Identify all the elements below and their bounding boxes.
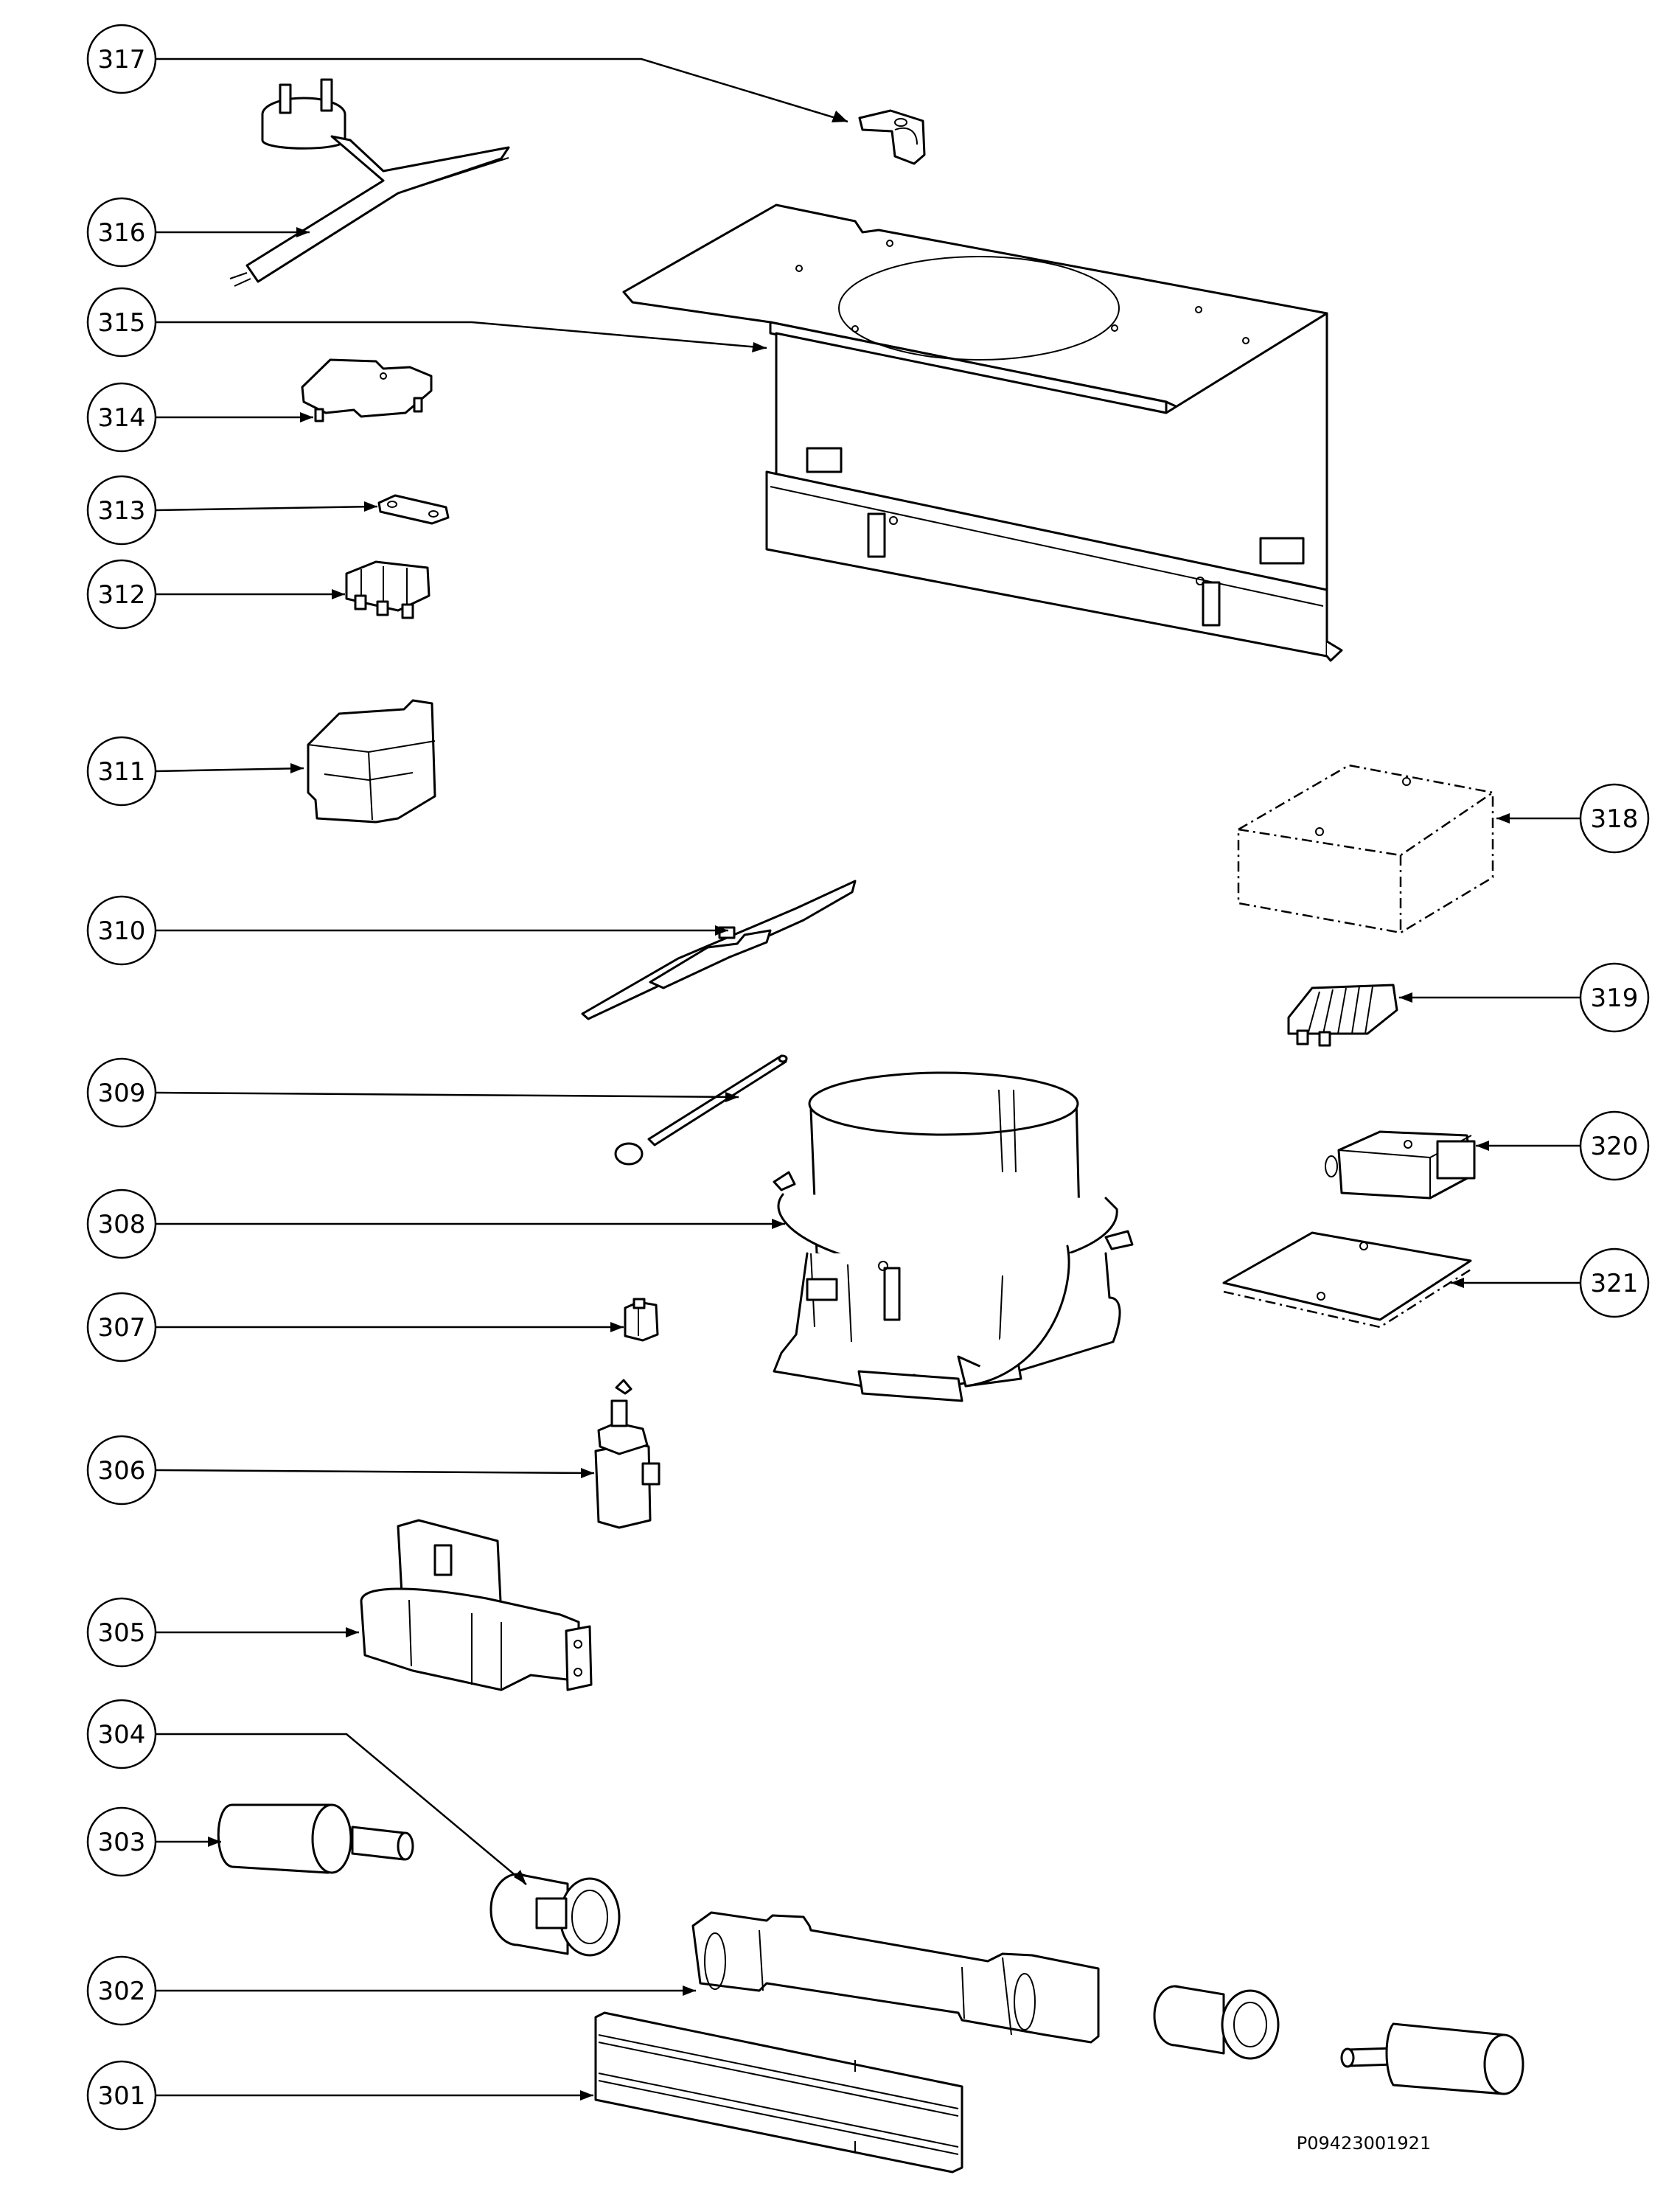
callout-label: 312 bbox=[98, 580, 146, 610]
callout-label: 317 bbox=[98, 45, 146, 74]
part-312-terminal bbox=[345, 560, 431, 619]
callout-301: 301 bbox=[86, 2060, 157, 2131]
callout-label: 308 bbox=[98, 1210, 146, 1239]
callout-318: 318 bbox=[1579, 783, 1650, 854]
callout-313: 313 bbox=[86, 475, 157, 546]
callout-label: 316 bbox=[98, 218, 146, 248]
callout-308: 308 bbox=[86, 1188, 157, 1259]
callout-315: 315 bbox=[86, 287, 157, 358]
callout-label: 304 bbox=[98, 1720, 146, 1750]
part-305-motor bbox=[360, 1519, 593, 1691]
callout-label: 315 bbox=[98, 308, 146, 338]
callout-320: 320 bbox=[1579, 1110, 1650, 1181]
callout-302: 302 bbox=[86, 1955, 157, 2026]
callout-label: 314 bbox=[98, 403, 146, 433]
callout-305: 305 bbox=[86, 1597, 157, 1668]
callout-310: 310 bbox=[86, 895, 157, 966]
part-320-relay bbox=[1325, 1130, 1476, 1200]
part-302-carriage bbox=[691, 1911, 1100, 2044]
part-304-roller bbox=[489, 1873, 621, 1957]
callout-label: 318 bbox=[1591, 804, 1639, 834]
callout-309: 309 bbox=[86, 1057, 157, 1128]
part-303-roller bbox=[217, 1803, 414, 1874]
callout-label: 321 bbox=[1591, 1269, 1639, 1298]
callout-label: 303 bbox=[98, 1828, 146, 1857]
callout-label: 319 bbox=[1591, 984, 1639, 1013]
callout-314: 314 bbox=[86, 382, 157, 453]
callout-label: 306 bbox=[98, 1456, 146, 1486]
part-311-bracket bbox=[307, 699, 436, 824]
callout-317: 317 bbox=[86, 24, 157, 94]
part-310-flap bbox=[581, 880, 857, 1020]
part-309-pin bbox=[614, 1054, 788, 1166]
part-roller-gear-right bbox=[1153, 1985, 1280, 2060]
leader-arrowheads bbox=[208, 111, 1510, 2101]
callout-label: 301 bbox=[98, 2081, 146, 2111]
callout-label: 311 bbox=[98, 757, 146, 787]
callout-label: 320 bbox=[1591, 1132, 1639, 1161]
part-314-cover bbox=[301, 358, 433, 422]
callout-306: 306 bbox=[86, 1435, 157, 1506]
part-301-rail bbox=[594, 2011, 963, 2174]
callout-316: 316 bbox=[86, 197, 157, 268]
callout-label: 302 bbox=[98, 1977, 146, 2006]
part-317-clip bbox=[858, 109, 926, 165]
callout-304: 304 bbox=[86, 1699, 157, 1769]
part-321-plate bbox=[1222, 1231, 1472, 1329]
callout-303: 303 bbox=[86, 1806, 157, 1877]
part-313-link bbox=[377, 494, 450, 525]
part-318-module bbox=[1237, 764, 1494, 934]
callout-label: 305 bbox=[98, 1618, 146, 1648]
callout-312: 312 bbox=[86, 559, 157, 630]
callout-label: 309 bbox=[98, 1079, 146, 1108]
part-307-connector bbox=[624, 1298, 659, 1342]
callout-321: 321 bbox=[1579, 1247, 1650, 1318]
callout-label: 310 bbox=[98, 916, 146, 946]
part-316-cable bbox=[229, 78, 510, 287]
part-roller-right bbox=[1340, 2022, 1524, 2095]
part-315-chassis bbox=[622, 203, 1343, 662]
part-308-duct bbox=[773, 1071, 1134, 1402]
part-306-actuator bbox=[594, 1379, 661, 1529]
callout-label: 313 bbox=[98, 496, 146, 526]
part-319-terminal-strip bbox=[1287, 984, 1398, 1047]
callout-label: 307 bbox=[98, 1313, 146, 1343]
leader-lines bbox=[156, 58, 1581, 2097]
callout-319: 319 bbox=[1579, 962, 1650, 1033]
callout-311: 311 bbox=[86, 736, 157, 807]
callout-307: 307 bbox=[86, 1292, 157, 1362]
document-code: P09423001921 bbox=[1297, 2133, 1431, 2154]
